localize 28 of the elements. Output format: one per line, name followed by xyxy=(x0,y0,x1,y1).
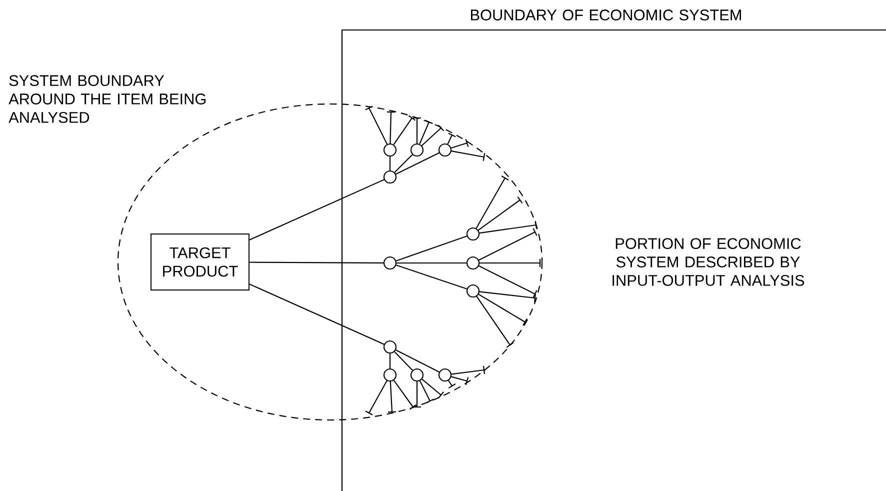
boundary-label: PORTION OF ECONOMIC SYSTEM DESCRIBED BY INPUT-OUTPUT ANALYSIS xyxy=(612,238,804,286)
process-circle xyxy=(410,368,424,382)
process-circle xyxy=(383,340,397,354)
connector-line xyxy=(389,156,391,170)
connector-line xyxy=(249,179,384,240)
connector-line xyxy=(250,262,384,264)
connector-line xyxy=(396,262,466,264)
connector-line xyxy=(396,236,467,262)
process-circle xyxy=(383,256,397,270)
process-circle xyxy=(383,143,397,157)
process-circle xyxy=(383,170,397,184)
process-circle xyxy=(438,143,452,157)
process-circle xyxy=(438,368,452,382)
connector-line xyxy=(396,152,440,175)
process-circle xyxy=(466,227,480,241)
connector-line xyxy=(396,264,467,290)
connector-line xyxy=(396,349,440,373)
connector-line xyxy=(249,284,384,345)
process-circle xyxy=(383,368,397,382)
connector-line xyxy=(394,351,413,371)
process-circle xyxy=(466,256,480,270)
product-box: TARGET PRODUCT xyxy=(150,234,250,290)
boundary-label: BOUNDARY OF ECONOMIC SYSTEM xyxy=(471,10,741,20)
process-circle xyxy=(410,143,424,157)
connector-line xyxy=(394,154,413,173)
process-circle xyxy=(466,284,480,298)
connector-line xyxy=(389,354,391,368)
boundary-label: SYSTEM BOUNDARY AROUND THE ITEM BEING ANALYSED xyxy=(8,75,206,123)
